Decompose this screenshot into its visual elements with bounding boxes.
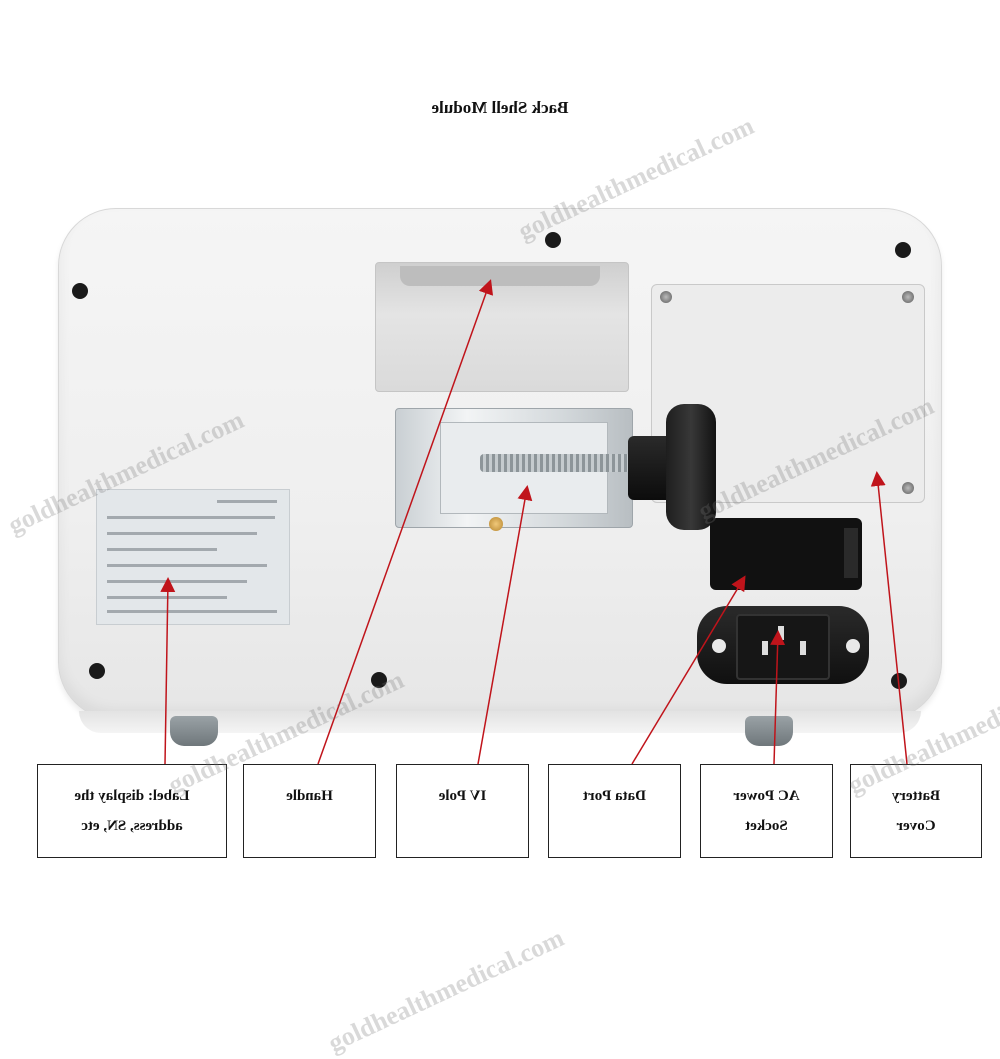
- callout-ac-power: AC Power Socket: [700, 764, 833, 858]
- screw-hole: [891, 673, 907, 689]
- callout-data-port: Data Port: [548, 764, 681, 858]
- device-label-sticker: [96, 489, 290, 625]
- callout-iv-pole: IV Pole: [396, 764, 529, 858]
- callout-handle: Handle: [243, 764, 376, 858]
- rubber-foot: [745, 716, 793, 746]
- brass-fitting: [489, 517, 503, 531]
- socket-pin: [800, 641, 806, 655]
- callout-battery-cover: Battery Cover: [850, 764, 982, 858]
- diagram-title: Back Shell Module: [431, 98, 569, 117]
- callout-label: Label: display the address, SN, etc: [37, 764, 227, 858]
- threaded-rod: [480, 454, 630, 472]
- data-port: [710, 518, 862, 590]
- screw-hole: [371, 672, 387, 688]
- panel-screw: [902, 291, 914, 303]
- panel-screw: [660, 291, 672, 303]
- clamp-knob: [666, 404, 716, 530]
- watermark: goldhealthmedical.com: [323, 923, 569, 1058]
- rubber-foot: [170, 716, 218, 746]
- screw-hole: [89, 663, 105, 679]
- screw-hole: [545, 232, 561, 248]
- screw-hole: [72, 283, 88, 299]
- panel-screw: [902, 482, 914, 494]
- socket-screw: [712, 639, 726, 653]
- handle-grip: [400, 266, 600, 286]
- socket-pin: [762, 641, 768, 655]
- socket-screw: [846, 639, 860, 653]
- ac-socket-inlet: [736, 614, 830, 680]
- screw-hole: [895, 242, 911, 258]
- socket-pin: [778, 626, 784, 640]
